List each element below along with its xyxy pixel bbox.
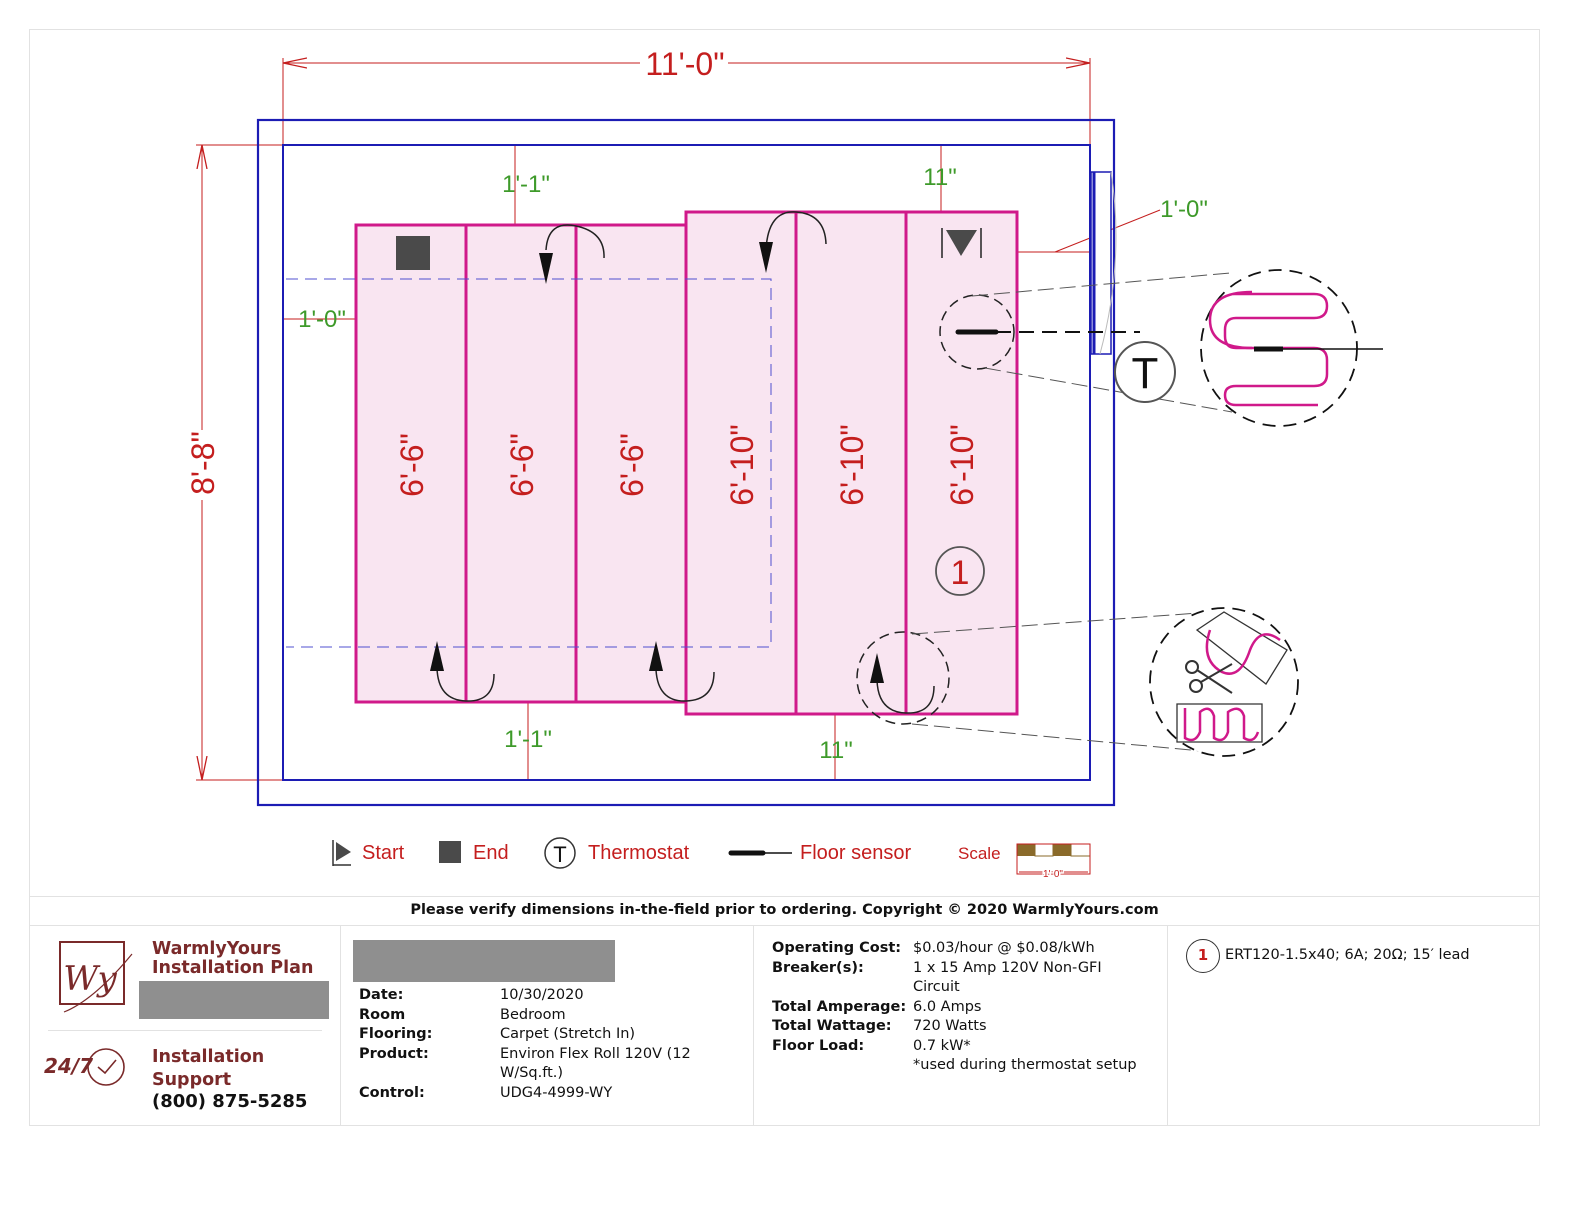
amperage-row: Total Amperage:6.0 Amps (772, 998, 982, 1015)
outer-wall (256, 118, 1116, 807)
legend: Start End T Thermostat Floor sensor Scal… (332, 837, 1091, 882)
floor-load-note-row: *used during thermostat setup (913, 1057, 1137, 1073)
support-phone: (800) 875-5285 (152, 1091, 308, 1112)
bottom-gap-left-label: 1'-1" (504, 726, 552, 753)
divider (1167, 926, 1168, 1125)
floor-sensor (939, 272, 1233, 413)
left-offset-label: 1'-0" (298, 306, 346, 333)
sensor-detail-inset (1200, 269, 1383, 427)
page-frame (29, 29, 1540, 1126)
mat-strip-1 (354, 223, 468, 704)
support-line1: Installation (152, 1047, 265, 1067)
cut-detail-inset (1149, 607, 1299, 757)
support-line2: Support (152, 1070, 232, 1090)
project-control-row: Control:UDG4-4999-WY (359, 1084, 613, 1101)
scissors-icon (1185, 660, 1233, 694)
brand-title-line2: Installation Plan (152, 958, 314, 978)
circuit-marker: 1 (935, 546, 985, 596)
strip-label-2: 6'-6" (504, 433, 540, 497)
breaker-row-cont: Circuit (913, 979, 960, 995)
floor-load-row: Floor Load:0.7 kW* (772, 1037, 971, 1054)
mat-strip-3 (574, 223, 688, 704)
brand-title-line1: WarmlyYours (152, 939, 282, 959)
cut-detail-indicator (856, 611, 1213, 753)
svg-text:T: T (1132, 349, 1159, 398)
legend-scale-label: Scale (958, 844, 1001, 863)
project-date-row: Date:10/30/2020 (359, 987, 584, 1003)
svg-text:T: T (553, 842, 566, 867)
divider (340, 926, 341, 1125)
dimension-lines (196, 58, 1161, 781)
project-product-row-cont: W/Sq.ft.) (500, 1065, 564, 1081)
furniture-outline (286, 278, 772, 648)
start-marker-icon (941, 228, 982, 258)
mat-strip-5 (794, 210, 908, 716)
warmlyyours-logo-icon: Wy (59, 941, 133, 1013)
top-gap-right-label: 11" (923, 164, 956, 191)
legend-end-label: End (473, 842, 509, 864)
overall-width-label: 11'-0" (645, 46, 724, 82)
scale-bar: 1'-0" (1016, 843, 1091, 882)
legend-floor-sensor-label: Floor sensor (800, 842, 911, 864)
legend-thermostat-label: Thermostat (588, 842, 690, 864)
divider (29, 925, 1540, 926)
redacted-block (353, 940, 615, 982)
operating-cost-row: Operating Cost:$0.03/hour @ $0.08/kWh (772, 940, 1095, 956)
wattage-row: Total Wattage:720 Watts (772, 1018, 987, 1034)
floor-plan-diagram: T 1 6'-6" 6'-6" 6'-6" 6'-1 (185, 46, 1383, 882)
divider (29, 896, 1540, 897)
divider (48, 1030, 322, 1031)
door (1090, 171, 1117, 355)
legend-end-icon (439, 841, 461, 863)
circuit-description: ERT120-1.5x40; 6A; 20Ω; 15′ lead (1225, 947, 1470, 963)
strip-label-6: 6'-10" (944, 424, 980, 506)
strip-label-1: 6'-6" (394, 433, 430, 497)
electrical-info: Operating Cost:$0.03/hour @ $0.08/kWh Br… (772, 939, 1137, 1076)
top-gap-left-label: 1'-1" (502, 171, 550, 198)
svg-text:Wy: Wy (63, 959, 117, 999)
svg-text:1'-0": 1'-0" (1043, 869, 1063, 880)
breaker-row: Breaker(s):1 x 15 Amp 120V Non-GFI (772, 959, 1102, 976)
mat-strip-2 (464, 223, 578, 704)
verify-notice: Please verify dimensions in-the-field pr… (410, 902, 1159, 918)
bottom-gap-right-label: 11" (819, 737, 852, 764)
support-badge-icon: 24/7 (44, 1045, 130, 1089)
divider (753, 926, 754, 1125)
arrowheads (430, 242, 884, 683)
svg-text:1: 1 (951, 554, 970, 592)
end-marker-icon (396, 236, 430, 270)
strip-label-5: 6'-10" (834, 424, 870, 506)
thermostat-icon: T (1114, 341, 1176, 403)
mat-strip-4 (684, 210, 798, 716)
inner-wall (282, 144, 1091, 781)
redacted-block (139, 981, 329, 1019)
heating-mat (354, 210, 1019, 716)
legend-start-label: Start (362, 842, 405, 864)
circuit-number-badge: 1 (1186, 939, 1220, 973)
clock-icon (87, 1048, 125, 1086)
project-flooring-row: Flooring:Carpet (Stretch In) (359, 1026, 636, 1042)
sensor-offset-label: 1'-0" (1160, 196, 1208, 223)
legend-thermostat-icon (544, 837, 576, 869)
project-product-row: Product:Environ Flex Roll 120V (12 (359, 1045, 691, 1062)
strip-label-4: 6'-10" (724, 424, 760, 506)
strip-label-3: 6'-6" (614, 433, 650, 497)
strip-length-labels: 6'-6" 6'-6" 6'-6" 6'-10" 6'-10" 6'-10" (394, 424, 980, 506)
turn-arrows (436, 211, 935, 714)
overall-height-label: 8'-8" (185, 431, 221, 495)
legend-start-icon (332, 840, 351, 866)
